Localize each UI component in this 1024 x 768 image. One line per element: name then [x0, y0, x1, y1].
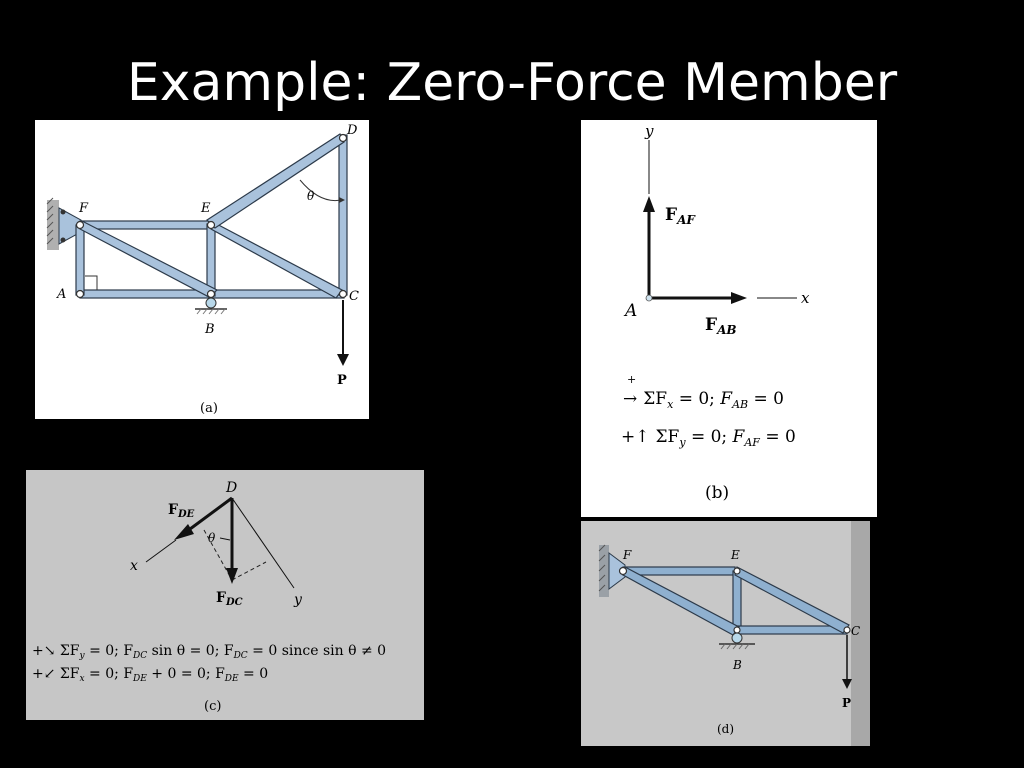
caption-b: (b): [705, 483, 729, 503]
joint-e: [733, 567, 741, 575]
pin-bracket-f: [608, 552, 626, 590]
point-label-d: D: [225, 480, 237, 496]
load-arrowhead: [337, 354, 349, 366]
force-dc-arrowhead: [226, 568, 238, 584]
node-label-a: A: [56, 287, 66, 302]
ground-hatch: [720, 643, 750, 650]
caption-d: (d): [717, 722, 734, 736]
force-de-arrowhead: [174, 524, 194, 540]
force-ab-arrowhead: [731, 292, 747, 304]
force-de-arrow: [185, 496, 233, 534]
member-fe: [79, 220, 213, 230]
joint-b: [206, 289, 216, 299]
caption-a: (a): [200, 401, 218, 416]
edge-shadow: [851, 521, 870, 746]
dashed-construction: [203, 529, 267, 581]
member-fb: [79, 220, 219, 298]
y-axis-line: [231, 497, 295, 589]
truss-diagram-d: F E C B P (d): [581, 521, 870, 746]
equation-sum-fx: +↙ ΣFx = 0; FDE + 0 = 0; FDE = 0: [32, 666, 268, 684]
member-ed: [206, 133, 345, 229]
truss-members: [75, 133, 348, 299]
wall-hatch: [46, 197, 54, 245]
slide-title: Example: Zero-Force Member: [126, 53, 898, 113]
member-bc: [734, 625, 848, 635]
roller-support-b: [205, 297, 217, 309]
ground-hatch: [196, 308, 226, 315]
equation-sum-fx: →ΣFx = 0; FAB = 0: [623, 389, 784, 411]
equation-sum-fy: +↘ ΣFy = 0; FDC sin θ = 0; FDC = 0 since…: [32, 643, 386, 661]
angle-label-theta: θ: [208, 531, 216, 545]
member-ec: [210, 220, 343, 299]
bolt: [60, 237, 66, 243]
node-label-f: F: [78, 201, 89, 216]
load-label-p: P: [842, 696, 851, 710]
node-label-f: F: [622, 548, 632, 562]
axis-label-x: x: [801, 289, 810, 307]
force-af-arrowhead: [643, 196, 655, 212]
joint-f: [75, 220, 85, 230]
eq1-plus: +: [627, 373, 636, 386]
wall-support: [47, 200, 59, 250]
joint-e: [206, 220, 216, 230]
joint-b: [733, 626, 741, 634]
equation-sum-fy: +↑ΣFy = 0; FAF = 0: [621, 427, 796, 449]
caption-c: (c): [204, 699, 221, 714]
node-label-c: C: [349, 289, 359, 304]
axis-label-x: x: [130, 558, 138, 574]
angle-arc-arrow: [339, 197, 345, 203]
axis-label-y: y: [644, 122, 654, 140]
load-label-p: P: [337, 373, 347, 388]
wall-support: [599, 545, 609, 597]
angle-arc: [299, 179, 342, 202]
force-label-ab: FAB: [705, 315, 737, 337]
node-label-e: E: [730, 548, 740, 562]
node-label-b: B: [732, 658, 742, 672]
member-eb: [732, 570, 742, 632]
truss-members: [622, 566, 850, 636]
x-axis-line: [145, 539, 177, 563]
member-fe: [622, 566, 736, 576]
joint-d: [338, 133, 348, 143]
angle-label-theta: θ: [307, 189, 315, 203]
node-label-b: B: [204, 322, 215, 337]
truss-diagram-a: F E D A C B θ P (a): [35, 120, 369, 419]
node-label-c: C: [851, 624, 860, 638]
point-a: [645, 294, 653, 302]
member-ec: [734, 566, 850, 634]
angle-tick: [219, 537, 231, 541]
member-dc: [338, 134, 348, 296]
load-arrowhead: [842, 679, 852, 689]
free-body-diagram-c: D x y θ FDE FDC +↘ ΣFy = 0; FDC sin θ = …: [26, 470, 424, 720]
force-label-de: FDE: [168, 502, 195, 520]
bolt: [60, 209, 66, 215]
free-body-diagram-b: y x A FAF FAB + →ΣFx = 0; FAB = 0 +↑ΣFy …: [581, 120, 877, 517]
joint-f: [618, 566, 628, 576]
right-angle-mark: [85, 275, 98, 290]
wall-hatch: [598, 544, 606, 592]
joint-c: [843, 626, 851, 634]
joint-c: [338, 289, 348, 299]
point-label-a: A: [623, 301, 637, 321]
joint-a: [75, 289, 85, 299]
roller-support-b: [731, 632, 743, 644]
member-fa: [75, 224, 85, 296]
node-label-d: D: [346, 123, 358, 138]
force-label-af: FAF: [665, 205, 696, 227]
member-fb: [622, 566, 740, 636]
force-label-dc: FDC: [216, 590, 243, 608]
node-label-e: E: [200, 201, 211, 216]
axis-label-y: y: [293, 592, 303, 608]
